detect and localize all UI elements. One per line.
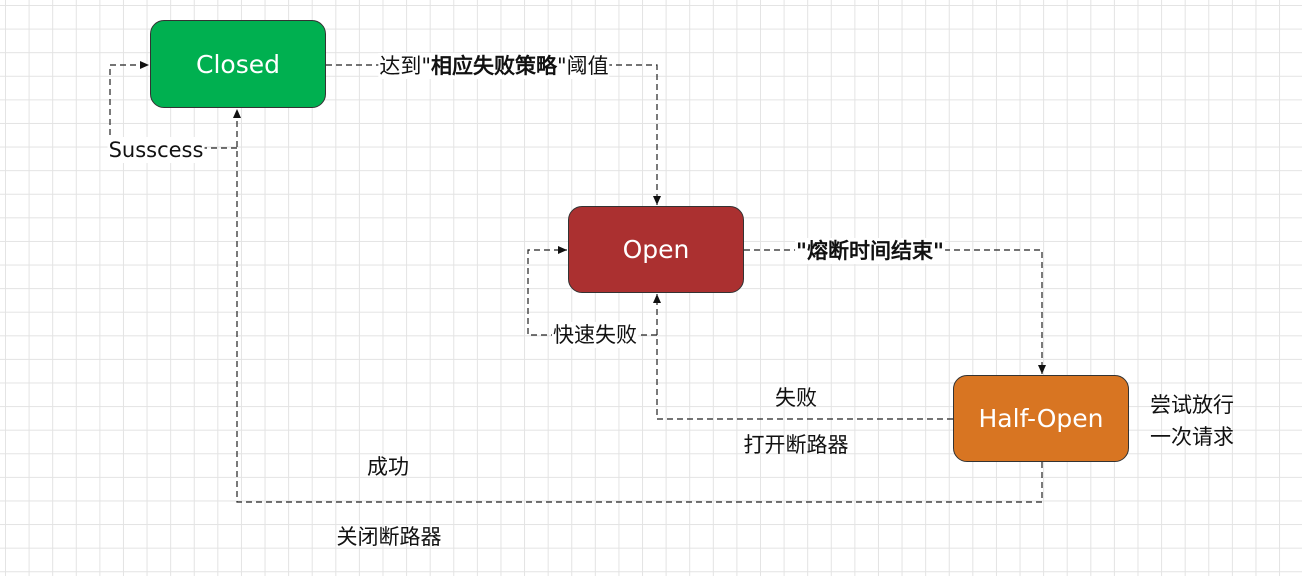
half-open-note-line2: 一次请求 — [1150, 425, 1234, 449]
edge-label-post: "阈值 — [557, 54, 609, 78]
state-half-open[interactable]: Half-Open — [953, 375, 1129, 462]
edge-label-open-breaker: 打开断路器 — [743, 433, 849, 457]
edge-label-open-to-half-open: "熔断时间结束" — [795, 238, 945, 264]
state-closed[interactable]: Closed — [150, 20, 326, 108]
edge-label-closed-to-open: 达到"相应失败策略"阈值 — [378, 53, 610, 79]
edge-label-success: 成功 — [367, 455, 409, 479]
edge-label-open-self: 快速失败 — [552, 322, 638, 348]
state-closed-label: Closed — [196, 49, 280, 79]
edge-label-pre: 达到" — [379, 54, 431, 78]
edge-label-close-breaker: 关闭断路器 — [336, 525, 442, 549]
edge-half-open-to-closed — [233, 109, 1043, 503]
state-half-open-label: Half-Open — [978, 404, 1104, 433]
edge-label-bold: 相应失败策略 — [431, 54, 557, 78]
state-open-label: Open — [622, 235, 690, 264]
edge-label-fail: 失败 — [775, 386, 817, 410]
edge-half-open-to-open — [653, 294, 953, 420]
edge-open-to-half-open — [744, 249, 1046, 374]
edge-closed-to-open — [326, 64, 661, 205]
edge-label-closed-self: Susscess — [107, 137, 205, 163]
half-open-note-line1: 尝试放行 — [1150, 393, 1234, 417]
state-open[interactable]: Open — [568, 206, 744, 293]
